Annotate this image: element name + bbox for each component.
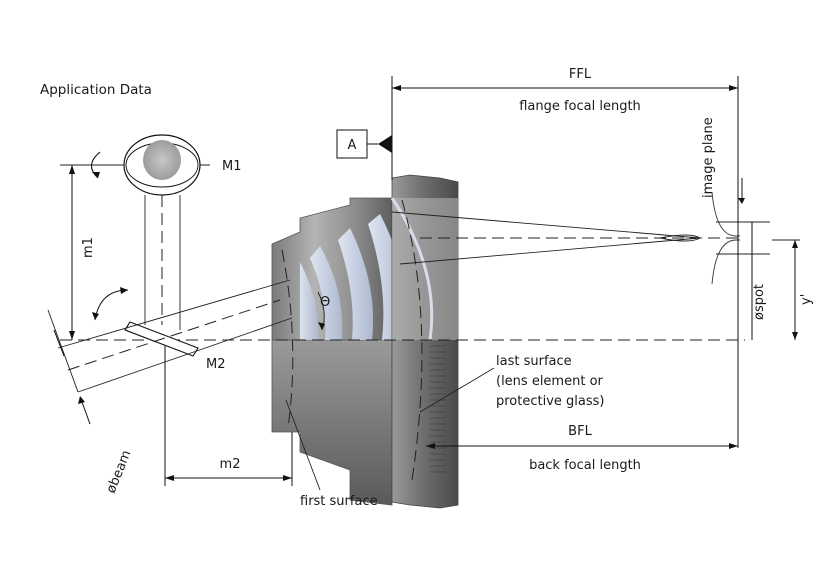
beam-label: øbeam	[104, 448, 135, 495]
m1-mirror-label: M1	[222, 159, 242, 174]
last-surface-label-3: protective glass)	[496, 394, 605, 409]
m1-dimension-label: m1	[81, 237, 96, 258]
last-surface-label-1: last surface	[496, 354, 572, 369]
bfl-long-label: back focal length	[529, 458, 641, 473]
datum-box	[336, 129, 368, 159]
y-prime-label: y'	[799, 294, 814, 305]
spot-profile	[711, 191, 740, 285]
image-plane-label: image plane	[701, 117, 716, 198]
datum-triangle	[378, 135, 392, 153]
first-surface-arc	[281, 249, 294, 429]
last-surface-label-2: (lens element or	[496, 374, 604, 389]
spot-label: øspot	[752, 284, 767, 320]
focus-rays	[391, 191, 740, 285]
theta-label: Θ	[320, 295, 330, 310]
first-surface-label: first surface	[300, 494, 378, 509]
diagram-title: Application Data	[40, 82, 152, 98]
last-surface-arc	[401, 199, 423, 481]
input-beam	[47, 279, 293, 425]
last-surface-leader	[419, 367, 495, 413]
lens-body	[271, 174, 459, 509]
spot-dimension	[716, 221, 800, 340]
m2-mirror-label: M2	[206, 357, 226, 372]
m2-dimension	[164, 346, 293, 486]
first-surface-leader	[285, 399, 321, 491]
ffl-long-label: flange focal length	[519, 99, 641, 114]
bfl-label: BFL	[568, 424, 592, 439]
m1-dimension	[69, 165, 75, 340]
ffl-label: FFL	[569, 67, 592, 82]
mirror-m1	[60, 134, 210, 196]
bfl-dimension	[426, 443, 738, 449]
ffl-dimension	[391, 76, 738, 180]
m2-dimension-label: m2	[220, 457, 241, 472]
datum-label: A	[348, 138, 357, 153]
